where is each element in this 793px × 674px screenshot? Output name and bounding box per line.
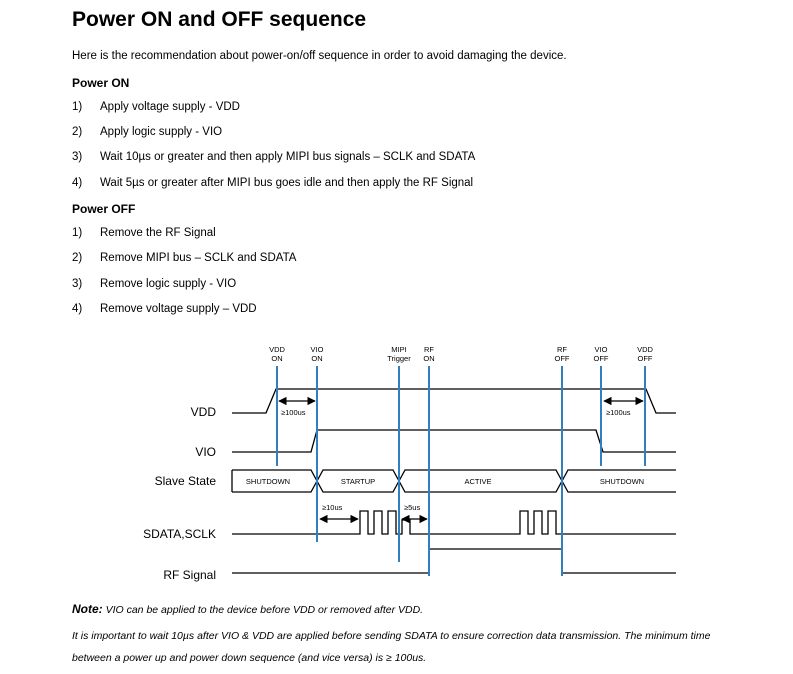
step-number: 1) <box>72 101 83 113</box>
state-shutdown: SHUTDOWN <box>246 477 290 486</box>
intro-text: Here is the recommendation about power-o… <box>72 50 567 62</box>
page-title: Power ON and OFF sequence <box>72 8 367 31</box>
power-off-step: 1) Remove the RF Signal <box>72 227 216 239</box>
step-number: 4) <box>72 177 83 189</box>
step-number: 1) <box>72 227 83 239</box>
vio-waveform <box>232 429 676 453</box>
timing-label: ≥100us <box>606 408 631 417</box>
power-on-step: 4) Wait 5µs or greater after MIPI bus goe… <box>72 177 473 189</box>
note-text: between a power up and power down sequen… <box>72 652 427 664</box>
note-line: Note: VIO can be applied to the device b… <box>72 602 423 616</box>
step-number: 4) <box>72 303 83 315</box>
step-text: Apply logic supply - VIO <box>100 126 223 138</box>
power-off-step: 4) Remove voltage supply – VDD <box>72 303 257 315</box>
power-on-step: 3) Wait 10µs or greater and then apply MI… <box>72 151 475 163</box>
signal-label-rf-signal: RF Signal <box>163 568 216 582</box>
timing-label: ≥5us <box>404 503 420 512</box>
power-on-heading: Power ON <box>72 76 130 90</box>
power-off-step: 2) Remove MIPI bus – SCLK and SDATA <box>72 252 296 264</box>
note-text: VIO can be applied to the device before … <box>102 604 424 616</box>
signal-label-vdd: VDD <box>191 405 217 419</box>
step-number: 3) <box>72 151 83 163</box>
timing-label: ≥100us <box>281 408 306 417</box>
step-text: Remove the RF Signal <box>100 227 216 239</box>
step-number: 2) <box>72 126 83 138</box>
state-shutdown: SHUTDOWN <box>600 477 644 486</box>
step-text: Wait 10µs or greater and then apply MIPI… <box>100 151 476 163</box>
signal-label-sdata-sclk: SDATA,SCLK <box>143 527 216 541</box>
vdd-waveform <box>232 388 676 414</box>
state-active: ACTIVE <box>464 477 491 486</box>
step-number: 2) <box>72 252 83 264</box>
state-startup: STARTUP <box>341 477 375 486</box>
timing-label: ≥10us <box>322 503 343 512</box>
step-text: Remove MIPI bus – SCLK and SDATA <box>100 252 297 264</box>
power-off-step: 3) Remove logic supply - VIO <box>72 278 236 290</box>
signal-label-vio: VIO <box>195 445 216 459</box>
signal-label-slave-state: Slave State <box>155 474 217 488</box>
sdata-sclk-waveform <box>232 510 676 535</box>
rf-signal-waveform <box>232 548 676 574</box>
step-text: Remove logic supply - VIO <box>100 278 237 290</box>
power-off-heading: Power OFF <box>72 202 136 216</box>
note-text: It is important to wait 10µs after VIO &… <box>72 630 711 642</box>
power-on-step: 1) Apply voltage supply - VDD <box>72 101 240 113</box>
power-on-step: 2) Apply logic supply - VIO <box>72 126 222 138</box>
step-number: 3) <box>72 278 83 290</box>
note-label: Note: <box>72 602 103 616</box>
step-text: Remove voltage supply – VDD <box>100 303 257 315</box>
step-text: Apply voltage supply - VDD <box>100 101 240 113</box>
step-text: Wait 5µs or greater after MIPI bus goes … <box>100 177 474 189</box>
